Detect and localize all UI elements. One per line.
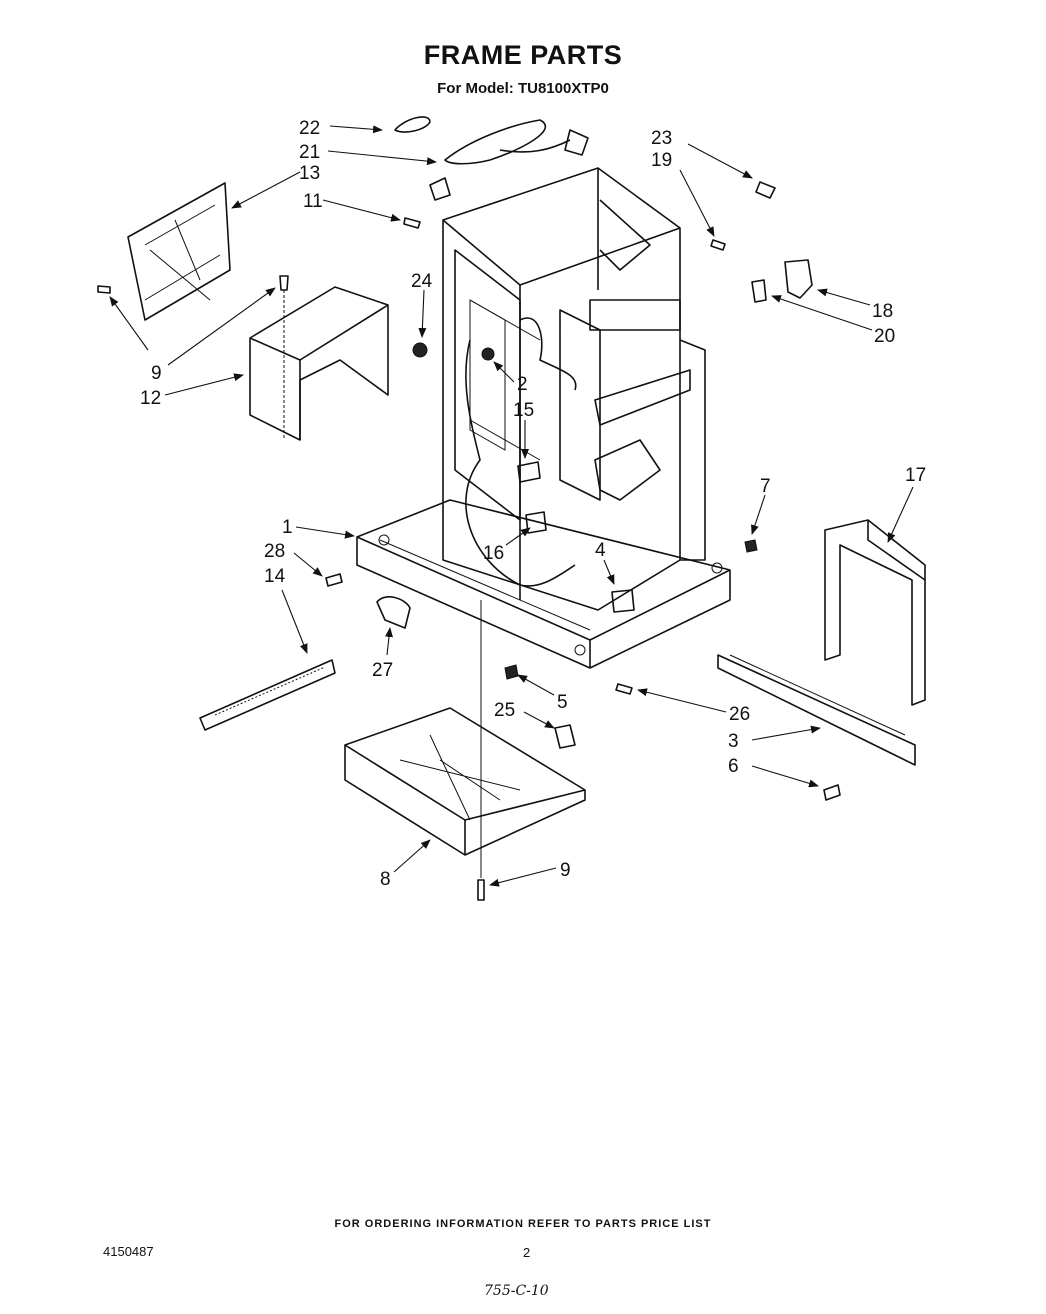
callout-20: 20 — [874, 326, 895, 347]
callout-25: 25 — [494, 700, 515, 721]
callout-24: 24 — [411, 271, 433, 292]
page-number: 2 — [523, 1245, 531, 1260]
callout-11: 11 — [303, 191, 323, 212]
ordering-note: FOR ORDERING INFORMATION REFER TO PARTS … — [334, 1218, 712, 1230]
callout-23: 23 — [651, 128, 672, 149]
page-title: FRAME PARTS — [423, 40, 623, 70]
rail-part — [717, 654, 916, 766]
callout-16: 16 — [483, 543, 504, 564]
switch-part-18 — [784, 259, 813, 299]
callout-19: 19 — [651, 150, 672, 171]
callout-14: 14 — [264, 566, 286, 587]
wiring-harness — [465, 339, 576, 587]
screw-part-6 — [823, 784, 841, 801]
document-number: 4150487 — [103, 1244, 154, 1259]
callout-5: 5 — [557, 692, 568, 713]
clip-part-25 — [554, 724, 576, 749]
power-cord-part — [429, 119, 589, 201]
callout-6: 6 — [728, 756, 739, 777]
handwritten-note: 755-C-10 — [484, 1283, 549, 1299]
model-subtitle: For Model: TU8100XTP0 — [437, 80, 609, 97]
bumper-part-4 — [611, 589, 635, 613]
callout-15: 15 — [513, 400, 534, 421]
screw-part-28 — [325, 573, 343, 587]
callout-3: 3 — [728, 731, 739, 752]
nut-part-7 — [744, 539, 758, 553]
callout-18: 18 — [872, 301, 893, 322]
screw-part-26 — [615, 683, 633, 695]
gasket-strip-part — [199, 659, 336, 731]
screw-part-9b — [477, 879, 485, 901]
callout-1: 1 — [282, 517, 293, 538]
callout-12: 12 — [140, 388, 161, 409]
callout-27: 27 — [372, 660, 393, 681]
top-cover-part — [249, 286, 389, 441]
callout-28: 28 — [264, 541, 285, 562]
callout-4: 4 — [595, 540, 606, 561]
clip-part-23 — [755, 181, 776, 199]
callout-13: 13 — [299, 163, 320, 184]
callout-22: 22 — [299, 118, 320, 139]
screw-part-19 — [710, 239, 726, 251]
connector-part-15 — [517, 461, 541, 483]
callout-7: 7 — [760, 476, 771, 497]
callout-17: 17 — [905, 465, 926, 486]
knob-part-2 — [481, 347, 495, 361]
screw-part-11 — [403, 217, 421, 229]
main-frame-part — [442, 167, 706, 611]
front-frame-part — [824, 519, 926, 706]
grommet-part-24 — [412, 342, 428, 358]
screw-part-9a — [97, 285, 111, 294]
nut-part-5 — [504, 664, 519, 680]
callout-21: 21 — [299, 142, 320, 163]
callout-9-bottom: 9 — [560, 860, 571, 881]
clip-part-22 — [394, 116, 431, 133]
callout-9-left: 9 — [151, 363, 162, 384]
screw-part-9c — [279, 275, 289, 291]
bumper-part-16 — [525, 511, 547, 534]
callout-2: 2 — [517, 374, 528, 395]
callout-26: 26 — [729, 704, 750, 725]
base-plate-part — [356, 499, 731, 669]
bracket-part-27 — [376, 596, 411, 629]
bracket-part-20 — [751, 279, 767, 303]
callout-8: 8 — [380, 869, 391, 890]
bottom-tray-part — [344, 707, 586, 856]
side-panel-part — [127, 182, 231, 321]
